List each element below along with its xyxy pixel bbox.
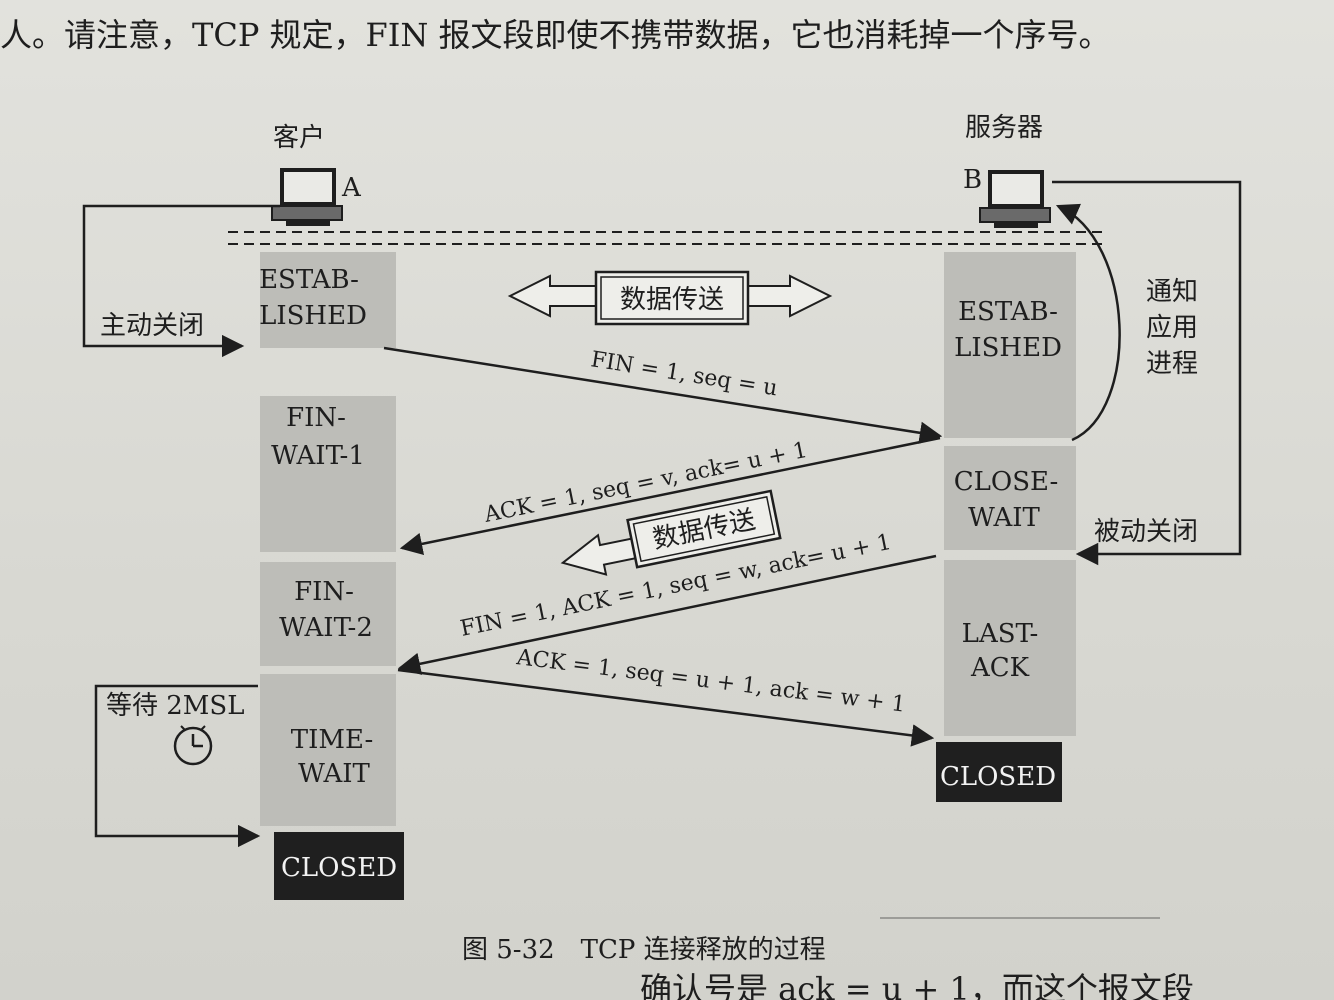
- server-state-last-ack-line1: LAST-: [962, 619, 1039, 649]
- message-final-ack-label: ACK = 1, seq = u + 1, ack = w + 1: [514, 645, 907, 718]
- client-state-time-wait-box: [260, 674, 396, 826]
- client-state-fin-wait-1-box: [260, 396, 396, 552]
- server-state-established-line2: LISHED: [954, 333, 1062, 363]
- active-close-label: 主动关闭: [100, 311, 204, 341]
- notify-app-line2: 应用: [1146, 313, 1198, 343]
- active-close-loop: [82, 204, 280, 358]
- client-state-fin-wait-1-line1: FIN-: [286, 403, 346, 433]
- figure-caption: 图 5-32 TCP 连接释放的过程: [462, 935, 826, 965]
- notify-app-line1: 通知: [1146, 277, 1198, 307]
- passive-close-label: 被动关闭: [1094, 517, 1198, 547]
- wait-2msl-label: 等待 2MSL: [106, 691, 245, 721]
- server-state-closed-box: [936, 742, 1062, 802]
- client-state-established-box: [260, 252, 396, 348]
- client-state-fin-wait-2-box: [260, 562, 396, 666]
- message-arrow-final-ack: [397, 668, 935, 747]
- footer-text: 确认号是 ack = u + 1，而这个报文段: [640, 970, 1194, 1000]
- message-fin-label: FIN = 1, seq = u: [589, 347, 779, 401]
- client-state-closed-box: [274, 832, 404, 900]
- data-transfer-double-arrow: [507, 270, 833, 326]
- client-state-fin-wait-1-line2: WAIT-1: [271, 441, 365, 471]
- server-state-close-wait-line1: CLOSE-: [954, 467, 1059, 497]
- server-state-column: [936, 252, 1076, 802]
- notify-app-line3: 进程: [1146, 349, 1198, 379]
- clock-icon: [173, 725, 213, 766]
- server-computer-icon: [979, 170, 1051, 228]
- server-state-closed-label: CLOSED: [940, 762, 1056, 792]
- server-label: 服务器: [965, 113, 1043, 143]
- wait-2msl-loop: [94, 684, 261, 848]
- client-state-column: [260, 252, 404, 900]
- message-arrow-fin-ack: [397, 554, 937, 675]
- client-state-closed-label: CLOSED: [281, 853, 397, 883]
- message-arrow-ack: [399, 436, 941, 555]
- server-state-close-wait-line2: WAIT: [968, 503, 1040, 533]
- server-state-last-ack-line2: ACK: [970, 653, 1030, 683]
- client-state-fin-wait-2-line2: WAIT-2: [279, 613, 373, 643]
- client-state-fin-wait-2-line1: FIN-: [294, 577, 354, 607]
- client-state-time-wait-line2: WAIT: [298, 759, 370, 789]
- notify-app-arrow: [1055, 203, 1121, 442]
- server-letter: B: [963, 165, 982, 195]
- client-state-established-line2: LISHED: [259, 301, 367, 331]
- passive-close-loop: [1052, 180, 1242, 566]
- message-arrow-fin: [383, 346, 943, 444]
- client-label: 客户: [273, 123, 325, 153]
- client-letter: A: [341, 173, 362, 203]
- client-computer-icon: [271, 168, 343, 226]
- data-transfer-one-way-arrow: 数据传送: [560, 489, 782, 576]
- server-state-last-ack-box: [944, 560, 1076, 736]
- client-state-established-line1: ESTAB-: [259, 265, 359, 295]
- server-state-established-box: [944, 252, 1076, 438]
- server-state-established-line1: ESTAB-: [958, 297, 1058, 327]
- client-state-time-wait-line1: TIME-: [291, 725, 373, 755]
- server-state-close-wait-box: [944, 446, 1076, 550]
- data-transfer-label-top: 数据传送: [620, 285, 724, 315]
- header-text: 人。请注意，TCP 规定，FIN 报文段即使不携带数据，它也消耗掉一个序号。: [0, 16, 1111, 54]
